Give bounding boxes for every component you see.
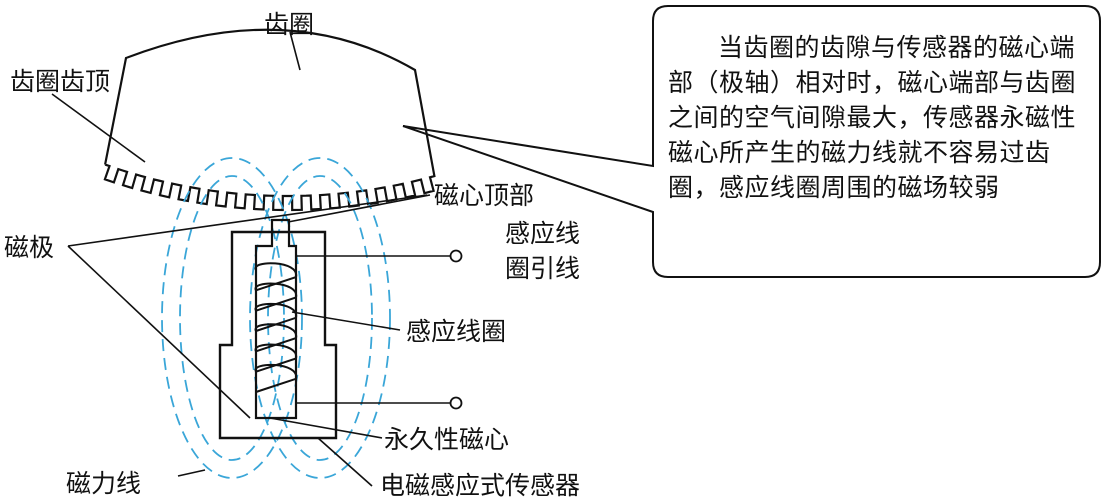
diagram-labels: 齿圈 齿圈齿顶 磁心顶部 磁极 感应线 圈引线 感应线圈 永久性磁心 磁力线 电… <box>4 10 580 500</box>
label-gear-ring: 齿圈 <box>264 10 314 39</box>
label-coil-lead-line1: 感应线 <box>505 219 580 248</box>
label-gear-tooth-top: 齿圈齿顶 <box>10 67 110 96</box>
permanent-magnet-core <box>254 218 298 420</box>
leader-lines <box>51 31 431 487</box>
callout-text: 当齿圈的齿隙与传感器的磁心端部（极轴）相对时，磁心端部与齿圈之间的空气间隙最大，… <box>668 33 1077 202</box>
flux-loop-outer-right <box>249 157 391 479</box>
flux-loop-inner-right <box>267 175 373 461</box>
label-induction-coil: 感应线圈 <box>406 317 506 346</box>
flux-lines <box>161 157 391 479</box>
label-permanent-core: 永久性磁心 <box>384 425 509 454</box>
sensor-housing <box>218 230 338 440</box>
label-sensor: 电磁感应式传感器 <box>380 471 580 500</box>
label-magnetic-pole: 磁极 <box>4 233 54 262</box>
coil-lead-wires <box>296 249 463 410</box>
callout-bubble <box>402 5 1101 278</box>
label-core-top: 磁心顶部 <box>434 181 534 210</box>
label-coil-lead-line2: 圈引线 <box>505 254 580 283</box>
induction-coil <box>254 262 298 393</box>
label-flux-lines: 磁力线 <box>66 469 141 498</box>
flux-loop-outer-left <box>161 157 303 479</box>
flux-loop-inner-left <box>179 175 285 461</box>
